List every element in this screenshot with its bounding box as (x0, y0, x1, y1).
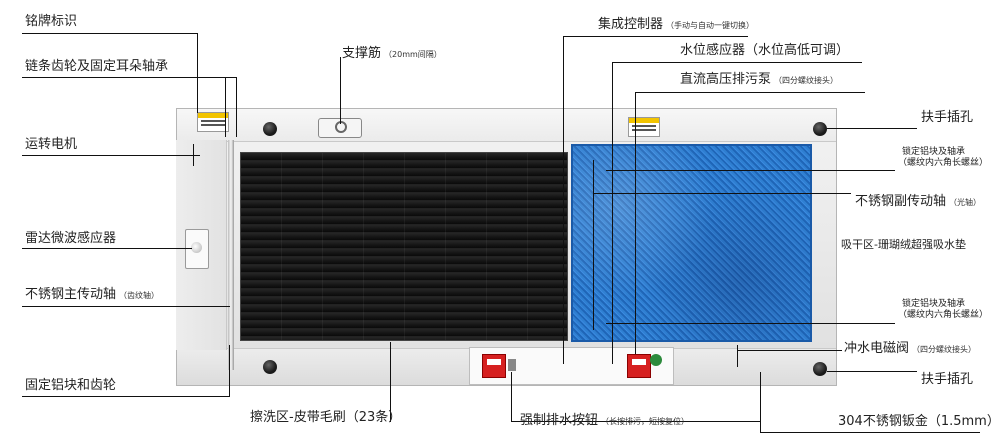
label-water-sensor: 水位感应器（水位高低可调） (680, 43, 850, 58)
nameplate-warning-sticker (197, 112, 229, 132)
absorbent-pad (571, 144, 812, 342)
label-controller: 集成控制器（手动与自动一键切换） (598, 17, 755, 32)
control-panel (469, 347, 674, 385)
label-sheet-metal: 304不锈钢钣金（1.5mm） (838, 414, 1000, 429)
handle-hole-bottom-right (813, 362, 827, 376)
label-drain-button: 强制排水按钮（长按排污，短按复位） (520, 413, 690, 428)
label-handle-bottom: 扶手插孔 (921, 372, 974, 387)
label-motor: 运转电机 (25, 137, 78, 152)
label-flush-valve: 冲水电磁阀（四分螺纹接头） (844, 341, 977, 356)
label-handle-top: 扶手插孔 (921, 110, 974, 125)
label-lock-block-top: 锁定铝块及轴承 (902, 147, 966, 157)
panel-button-left[interactable] (482, 354, 506, 378)
label-chain-gear: 链条齿轮及固定耳朵轴承 (25, 59, 169, 74)
label-lock-block-bottom-note: （螺纹内六角长螺丝） (898, 310, 989, 320)
label-dc-pump: 直流高压排污泵（四分螺纹接头） (680, 72, 839, 87)
warning-sticker-right (628, 117, 660, 137)
label-dry-zone: 吸干区-珊瑚绒超强吸水垫 (841, 238, 966, 251)
radar-sensor (185, 229, 209, 269)
label-lock-block-top-note: （螺纹内六角长螺丝） (898, 158, 989, 168)
handle-hole-bottom-left (263, 360, 277, 374)
label-aux-shaft: 不锈钢副传动轴（光轴） (855, 194, 982, 209)
main-shaft-rod (228, 140, 234, 370)
panel-button-right[interactable] (627, 354, 651, 378)
label-support-rib: 支撑筋（20mm间隔） (342, 46, 442, 61)
label-fixed-block-gear: 固定铝块和齿轮 (25, 378, 117, 393)
label-nameplate: 铭牌标识 (25, 14, 78, 29)
label-lock-block-bottom: 锁定铝块及轴承 (902, 299, 966, 309)
brush-belts (240, 152, 568, 341)
handle-hole-top-right (813, 122, 827, 136)
status-indicator (650, 354, 662, 366)
label-main-shaft: 不锈钢主传动轴（齿纹轴） (25, 287, 160, 302)
label-radar: 雷达微波感应器 (25, 231, 117, 246)
top-band (177, 109, 836, 142)
drain-button-knob[interactable] (508, 359, 516, 371)
label-washing-zone: 擦洗区-皮带毛刷（23条） (250, 410, 402, 425)
handle-hole-top-left (263, 122, 277, 136)
